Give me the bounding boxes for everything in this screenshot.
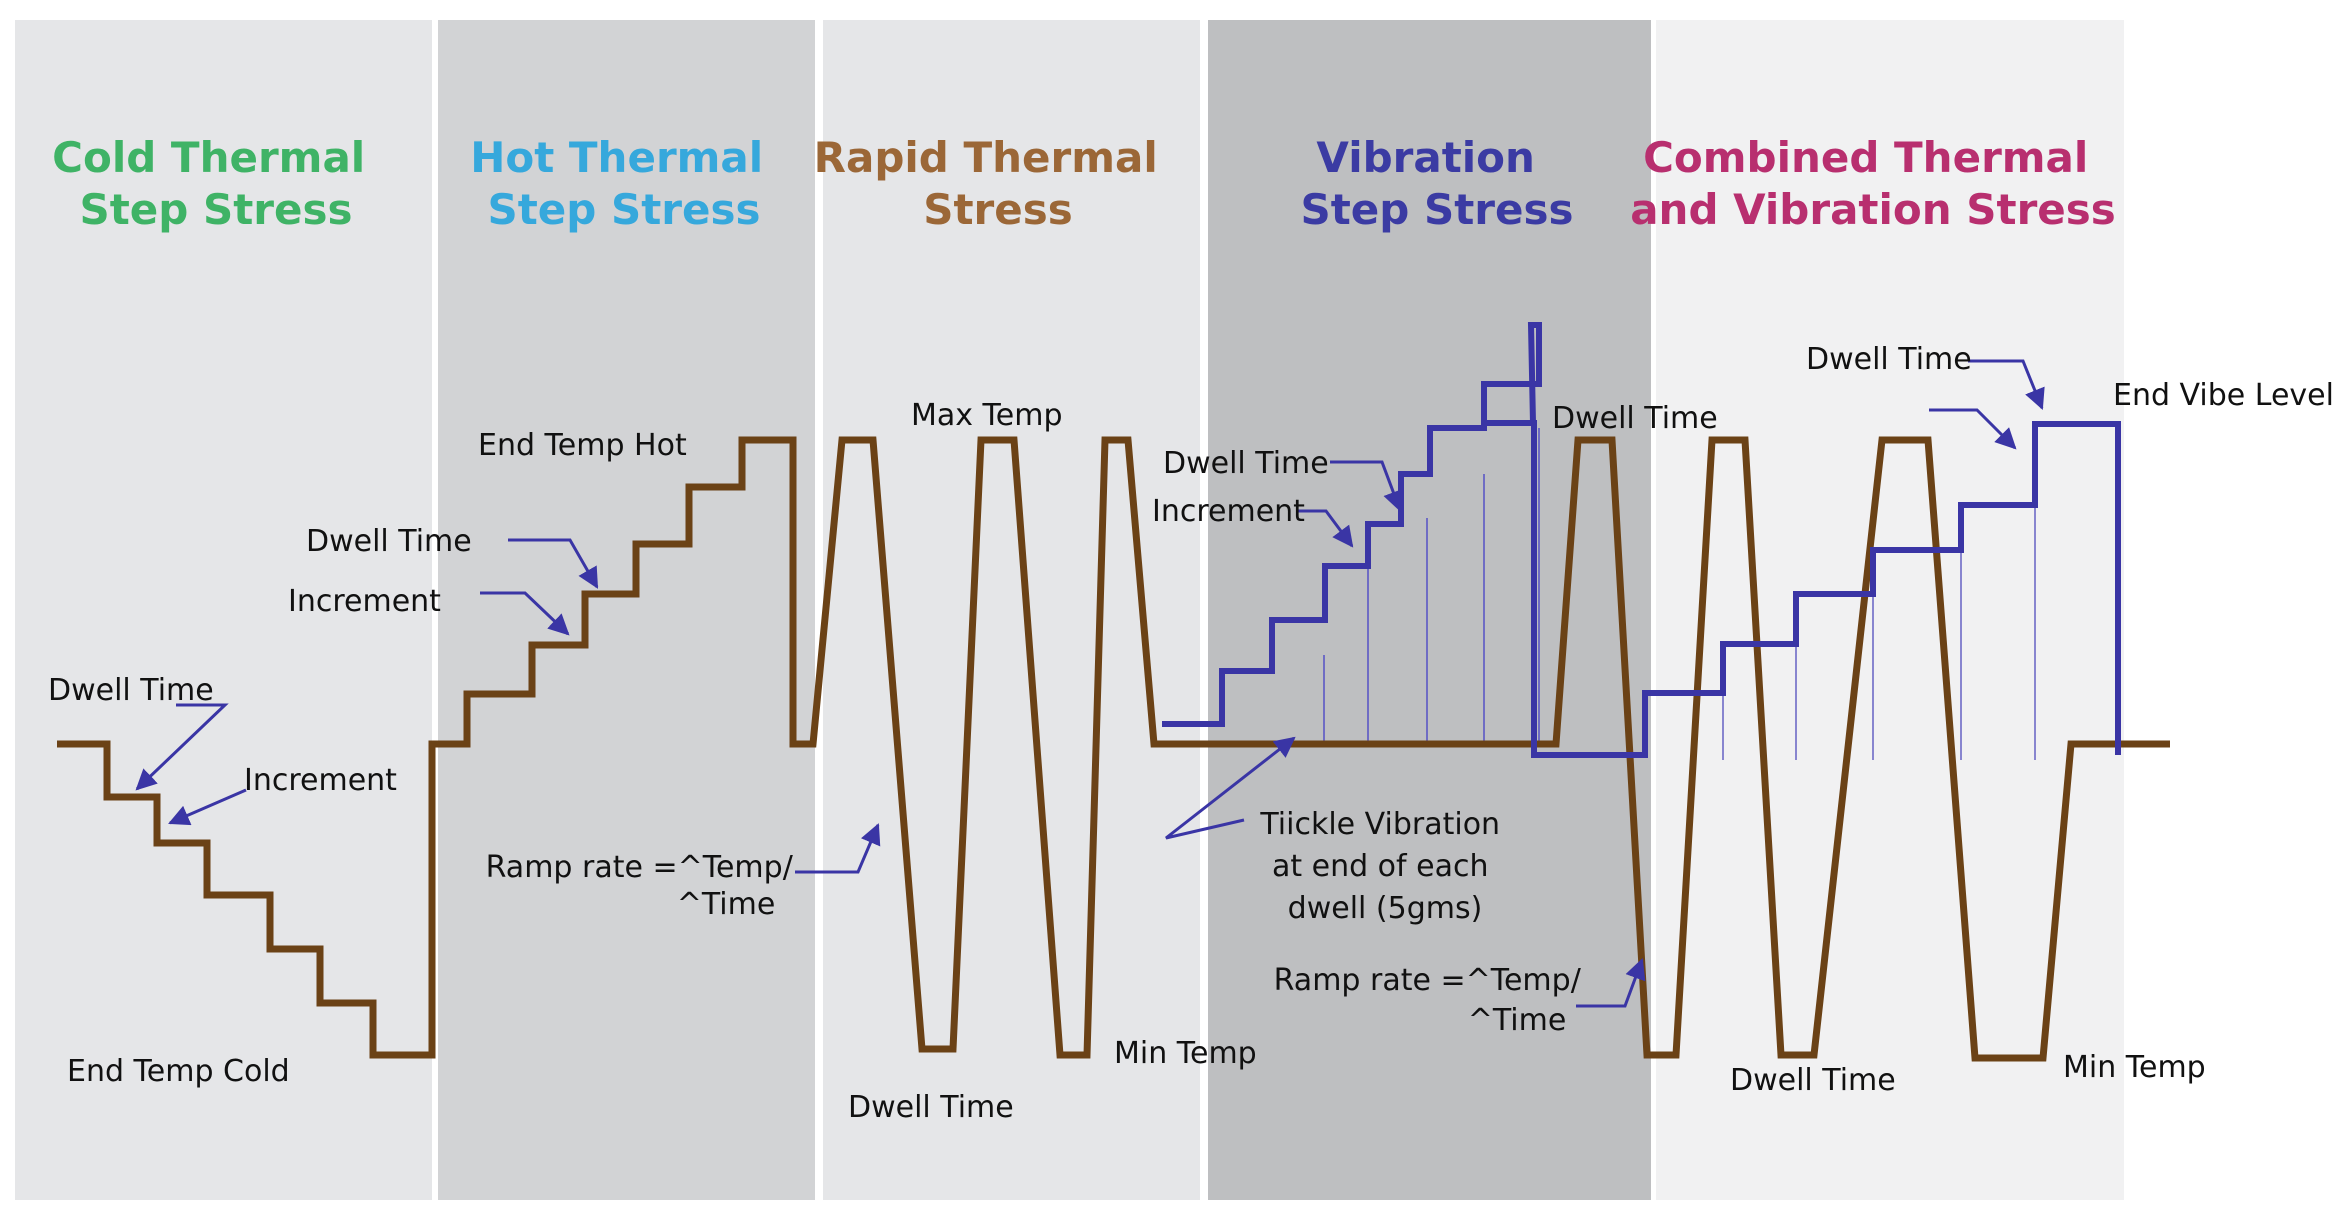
arrow-vib-dwell (1330, 460, 1404, 512)
vibration-profile-line (1162, 322, 2121, 758)
label-cold-increment: Increment (244, 763, 397, 798)
label-comb-dwell-time-bottom: Dwell Time (1730, 1063, 1896, 1098)
arrow-cold-increment (168, 788, 247, 826)
arrow-comb-dwell-top (1968, 359, 2045, 410)
arrow-tickle (1165, 736, 1296, 840)
stage-title-vibration: Vibration Step Stress (1300, 133, 1573, 234)
label-end-vibe-level: End Vibe Level (2113, 378, 2334, 413)
arrow-comb-dwell-mid (1929, 408, 2017, 450)
panel-vibration (1208, 20, 1651, 1200)
tickle-vibration-lines (1323, 428, 1540, 744)
label-tickle-vibration: Tiickle Vibration at end of each dwell (… (1259, 807, 1509, 926)
panel-hot-thermal (438, 20, 815, 1200)
combined-tickle-lines (1722, 505, 2036, 760)
arrow-ramp-rate-1 (795, 823, 881, 874)
label-end-temp-cold: End Temp Cold (67, 1054, 290, 1089)
label-rapid-min-temp: Min Temp (1114, 1036, 1257, 1071)
label-end-temp-hot: End Temp Hot (478, 428, 687, 463)
vibration-top-step (1481, 420, 1534, 428)
label-vib-increment: Increment (1152, 494, 1305, 529)
label-rapid-dwell-time: Dwell Time (848, 1090, 1014, 1125)
label-comb-min-temp: Min Temp (2063, 1050, 2206, 1085)
label-ramp-rate-1: Ramp rate =^Temp/ ^Time (486, 850, 803, 922)
stage-title-combined: Combined Thermal and Vibration Stress (1630, 133, 2116, 234)
temperature-profile-line (57, 436, 2170, 1062)
label-vib-dwell-time: Dwell Time (1163, 446, 1329, 481)
label-hot-dwell-time: Dwell Time (306, 524, 472, 559)
label-cold-dwell-time: Dwell Time (48, 673, 214, 708)
label-comb-dwell-time-mid: Dwell Time (1552, 401, 1718, 436)
label-comb-dwell-time-top: Dwell Time (1806, 342, 1972, 377)
label-hot-increment: Increment (288, 584, 441, 619)
arrow-cold-dwell (135, 703, 229, 791)
stage-title-cold: Cold Thermal Step Stress (52, 133, 380, 234)
stage-title-hot: Hot Thermal Step Stress (470, 133, 778, 234)
arrow-ramp-rate-2 (1576, 958, 1646, 1008)
stage-title-rapid: Rapid Thermal Stress (814, 133, 1173, 234)
arrow-hot-dwell (508, 538, 599, 589)
label-ramp-rate-2: Ramp rate =^Temp/ ^Time (1274, 963, 1591, 1038)
arrow-vib-increment (1298, 509, 1354, 548)
arrow-hot-increment (480, 591, 570, 636)
label-max-temp: Max Temp (911, 398, 1063, 433)
annotation-arrows (135, 359, 2045, 1008)
